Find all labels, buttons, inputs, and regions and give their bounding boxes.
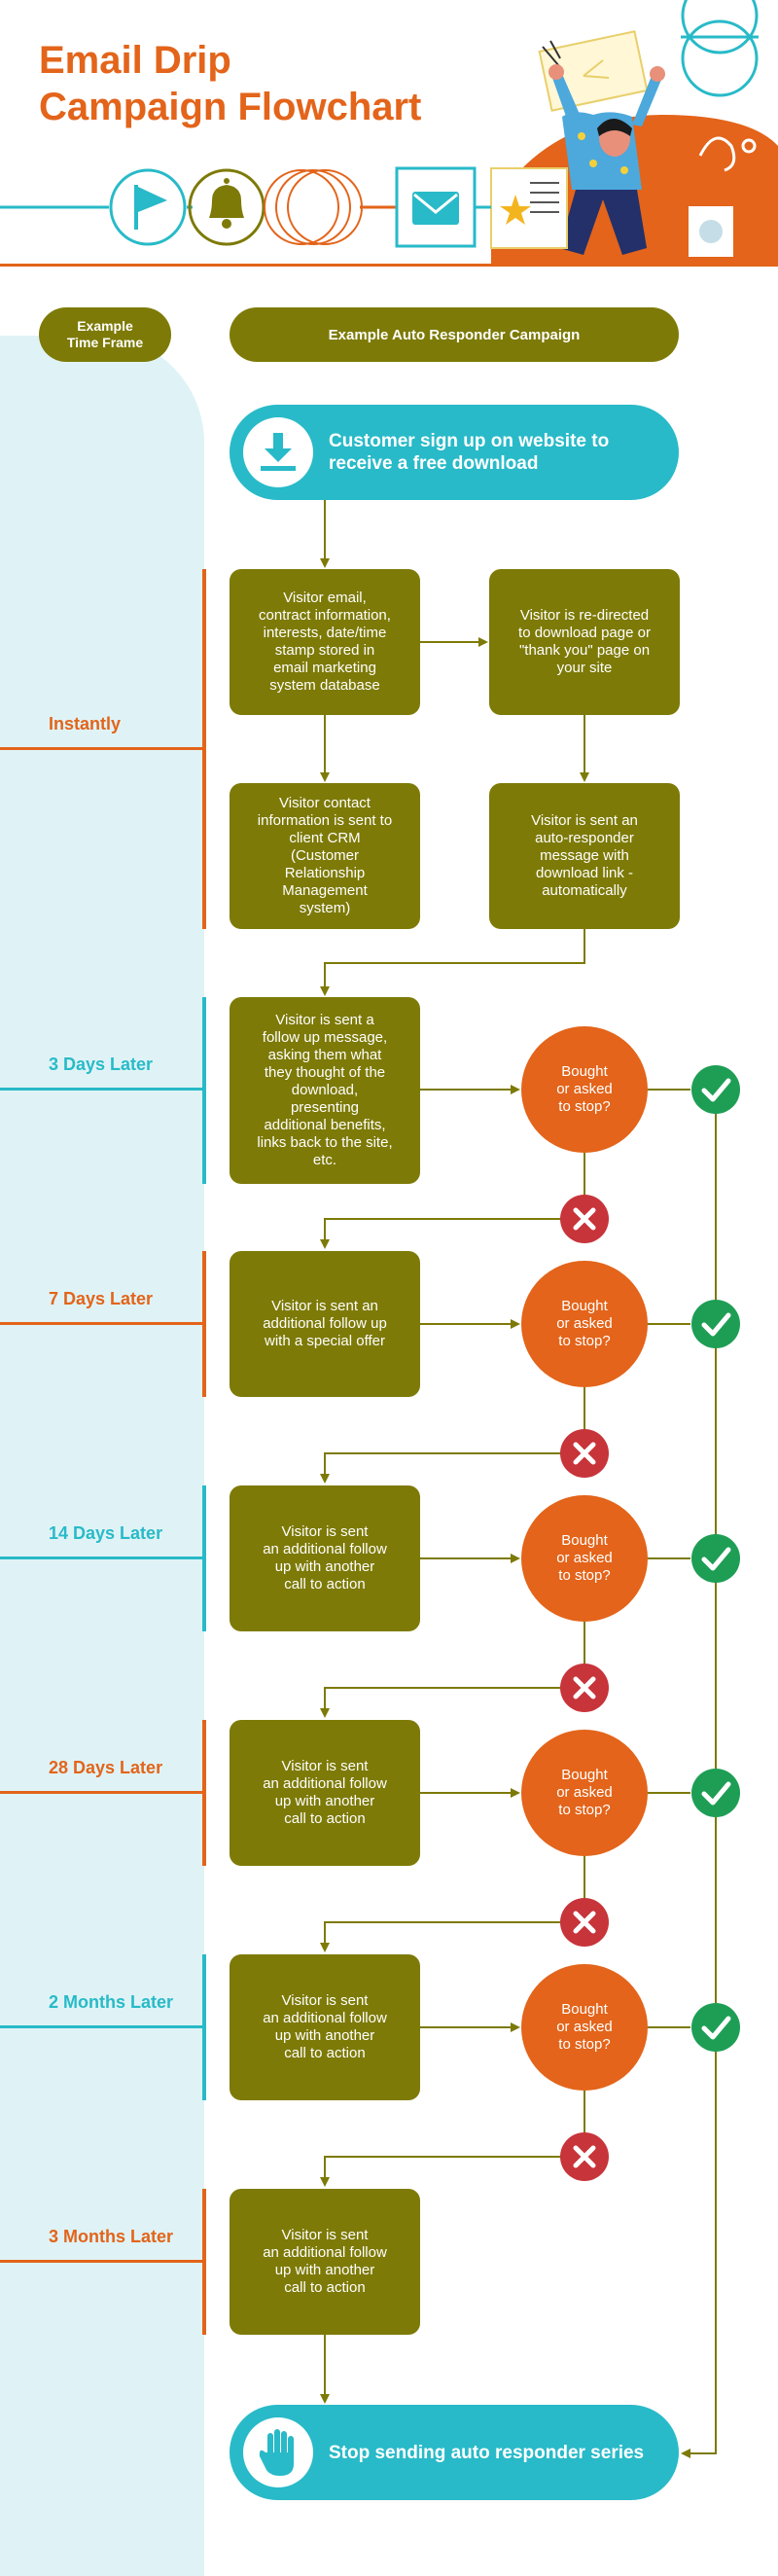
download-icon <box>243 417 313 487</box>
timeframe-line-14-days <box>0 1556 204 1559</box>
stop-hand-icon <box>243 2417 313 2487</box>
start-node-text: Customer sign up on website to receive a… <box>329 431 610 474</box>
check-icon <box>691 1300 740 1348</box>
flow-box-store-email: Visitor email, contract information, int… <box>230 569 420 715</box>
cross-icon <box>560 1664 609 1712</box>
page-title: Email Drip Campaign Flowchart <box>39 37 506 130</box>
timeframe-line-instantly <box>0 747 204 750</box>
timeframe-line-2-months <box>0 2025 204 2028</box>
cross-icon <box>560 1898 609 1947</box>
campaign-header: Example Auto Responder Campaign <box>230 307 679 362</box>
timeframe-bar-3-months <box>202 2189 206 2335</box>
flow-box-stage-2: Visitor is sent an additional follow up … <box>230 1251 420 1397</box>
timeframe-bar-14-days <box>202 1485 206 1631</box>
timeframe-header: Example Time Frame <box>39 307 171 362</box>
decision-node-stage-5: Bought or asked to stop? <box>521 1964 648 2091</box>
flow-box-redirect: Visitor is re-directed to download page … <box>489 569 680 715</box>
timeframe-label-3-months: 3 Months Later <box>49 2227 174 2246</box>
flow-box-stage-5: Visitor is sent an additional follow up … <box>230 1954 420 2100</box>
decision-node-stage-3: Bought or asked to stop? <box>521 1495 648 1622</box>
flag-icon <box>109 168 187 246</box>
flow-box-stage-6: Visitor is sent an additional follow up … <box>230 2189 420 2335</box>
timeframe-bar-3-days <box>202 997 206 1184</box>
decision-node-stage-1: Bought or asked to stop? <box>521 1026 648 1153</box>
timeframe-label-7-days: 7 Days Later <box>49 1289 154 1308</box>
circles-decoration <box>264 169 363 245</box>
cross-icon <box>560 1429 609 1478</box>
timeframe-line-3-months <box>0 2260 204 2263</box>
circle-decoration <box>681 0 759 54</box>
flow-box-send-crm: Visitor contact information is sent to c… <box>230 783 420 929</box>
timeframe-panel <box>0 336 204 2576</box>
flow-box-stage-3: Visitor is sent an additional follow up … <box>230 1485 420 1631</box>
person-illustration <box>548 64 665 255</box>
timeframe-bar-28-days <box>202 1720 206 1866</box>
check-icon <box>691 2003 740 2052</box>
timeframe-line-3-days <box>0 1088 204 1091</box>
end-node-text: Stop sending auto responder series <box>329 2442 645 2463</box>
timeframe-bar-7-days <box>202 1251 206 1397</box>
header-decoration <box>0 0 778 265</box>
timeframe-label-14-days: 14 Days Later <box>49 1523 163 1543</box>
title-line-2: Campaign Flowchart <box>39 86 422 128</box>
check-icon <box>691 1769 740 1817</box>
document-icon <box>490 167 568 249</box>
timeframe-bar-2-months <box>202 1954 206 2100</box>
check-icon <box>691 1534 740 1583</box>
cross-icon <box>560 1195 609 1243</box>
timeframe-line-28-days <box>0 1791 204 1794</box>
timeframe-label-3-days: 3 Days Later <box>49 1055 154 1074</box>
timeframe-line-7-days <box>0 1322 204 1325</box>
cross-icon <box>560 2132 609 2181</box>
card-icon <box>689 206 733 257</box>
check-icon <box>691 1065 740 1114</box>
timeframe-label-28-days: 28 Days Later <box>49 1758 163 1777</box>
timeframe-label-instantly: Instantly <box>49 714 122 733</box>
header-divider <box>0 264 778 267</box>
start-node: Customer sign up on website to receive a… <box>230 405 679 500</box>
timeframe-label-2-months: 2 Months Later <box>49 1992 174 2012</box>
timeframe-bar-instantly <box>202 569 206 929</box>
flow-box-stage-1: Visitor is sent a follow up message, ask… <box>230 997 420 1184</box>
end-node: Stop sending auto responder series <box>230 2405 679 2500</box>
decision-node-stage-2: Bought or asked to stop? <box>521 1261 648 1387</box>
envelope-icon <box>395 166 477 248</box>
title-line-1: Email Drip <box>39 39 231 82</box>
flow-box-autoresponder: Visitor is sent an auto-responder messag… <box>489 783 680 929</box>
flow-box-stage-4: Visitor is sent an additional follow up … <box>230 1720 420 1866</box>
decision-node-stage-4: Bought or asked to stop? <box>521 1730 648 1856</box>
